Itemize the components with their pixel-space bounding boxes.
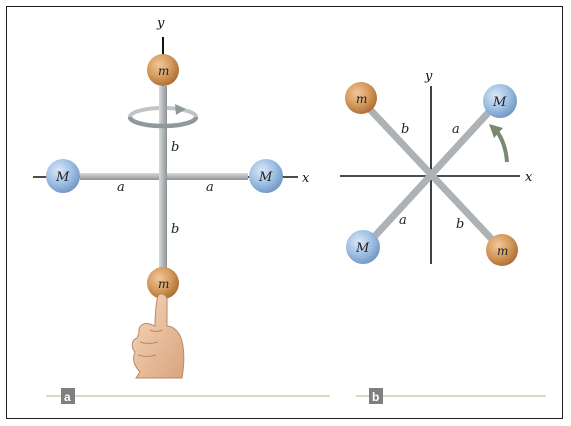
- panel-b-rotation-arc: [494, 128, 509, 163]
- panel-a-mass-bottom: [147, 267, 179, 299]
- panel-a-dist-left: a: [117, 180, 125, 195]
- panel-a-mass-left: [46, 159, 80, 193]
- panel-b-rod-a-diagonal: [360, 98, 502, 252]
- panel-b-mass-upper-right-label: M: [492, 95, 507, 110]
- panel-a-x-label: x: [302, 171, 310, 186]
- panel-b-badge: [369, 388, 383, 404]
- panel-a-mass-top: [147, 54, 179, 86]
- panel-b: y x m M M m b a a b: [340, 69, 546, 404]
- panel-b-dist-upper-left: b: [401, 122, 409, 137]
- panel-a-mass-right: [249, 159, 283, 193]
- panel-b-mass-upper-left: [345, 82, 377, 114]
- panel-b-dist-upper-right: a: [452, 122, 460, 137]
- panel-a-dist-right: a: [206, 180, 214, 195]
- panel-a-mass-left-label: M: [55, 170, 70, 185]
- panel-a-y-label: y: [156, 16, 165, 31]
- panel-b-mass-upper-left-label: m: [356, 92, 367, 106]
- panel-a-mass-bottom-label: m: [158, 277, 169, 291]
- panel-a-dist-top: b: [171, 140, 179, 155]
- panel-b-dist-lower-left: a: [399, 213, 407, 228]
- curved-rotation-arrow-icon-b: [489, 124, 503, 138]
- panel-b-dist-lower-right: b: [456, 217, 464, 232]
- panel-b-y-label: y: [424, 69, 433, 84]
- curved-rotation-arrow-icon: [175, 104, 186, 115]
- panel-a-mass-top-label: m: [158, 64, 169, 78]
- panel-a-badge: [61, 388, 75, 404]
- panel-a-dist-bottom: b: [171, 222, 179, 237]
- panel-b-mass-lower-right-label: m: [497, 244, 508, 258]
- panel-a-mass-right-label: M: [258, 170, 273, 185]
- panel-b-badge-label: b: [372, 390, 379, 404]
- panel-b-mass-lower-left: [346, 230, 380, 264]
- panel-b-mass-lower-right: [486, 234, 518, 266]
- panel-a-rotation-ring-front: [127, 116, 199, 129]
- panel-b-mass-upper-right: [483, 84, 517, 118]
- pointing-finger-icon: [131, 293, 185, 379]
- panel-a-rod-vertical: [159, 86, 167, 268]
- panel-a: y x m M M m a a b b: [33, 16, 330, 404]
- panel-b-mass-lower-left-label: M: [355, 241, 370, 256]
- panel-a-badge-label: a: [64, 390, 71, 404]
- panel-b-x-label: x: [525, 170, 533, 185]
